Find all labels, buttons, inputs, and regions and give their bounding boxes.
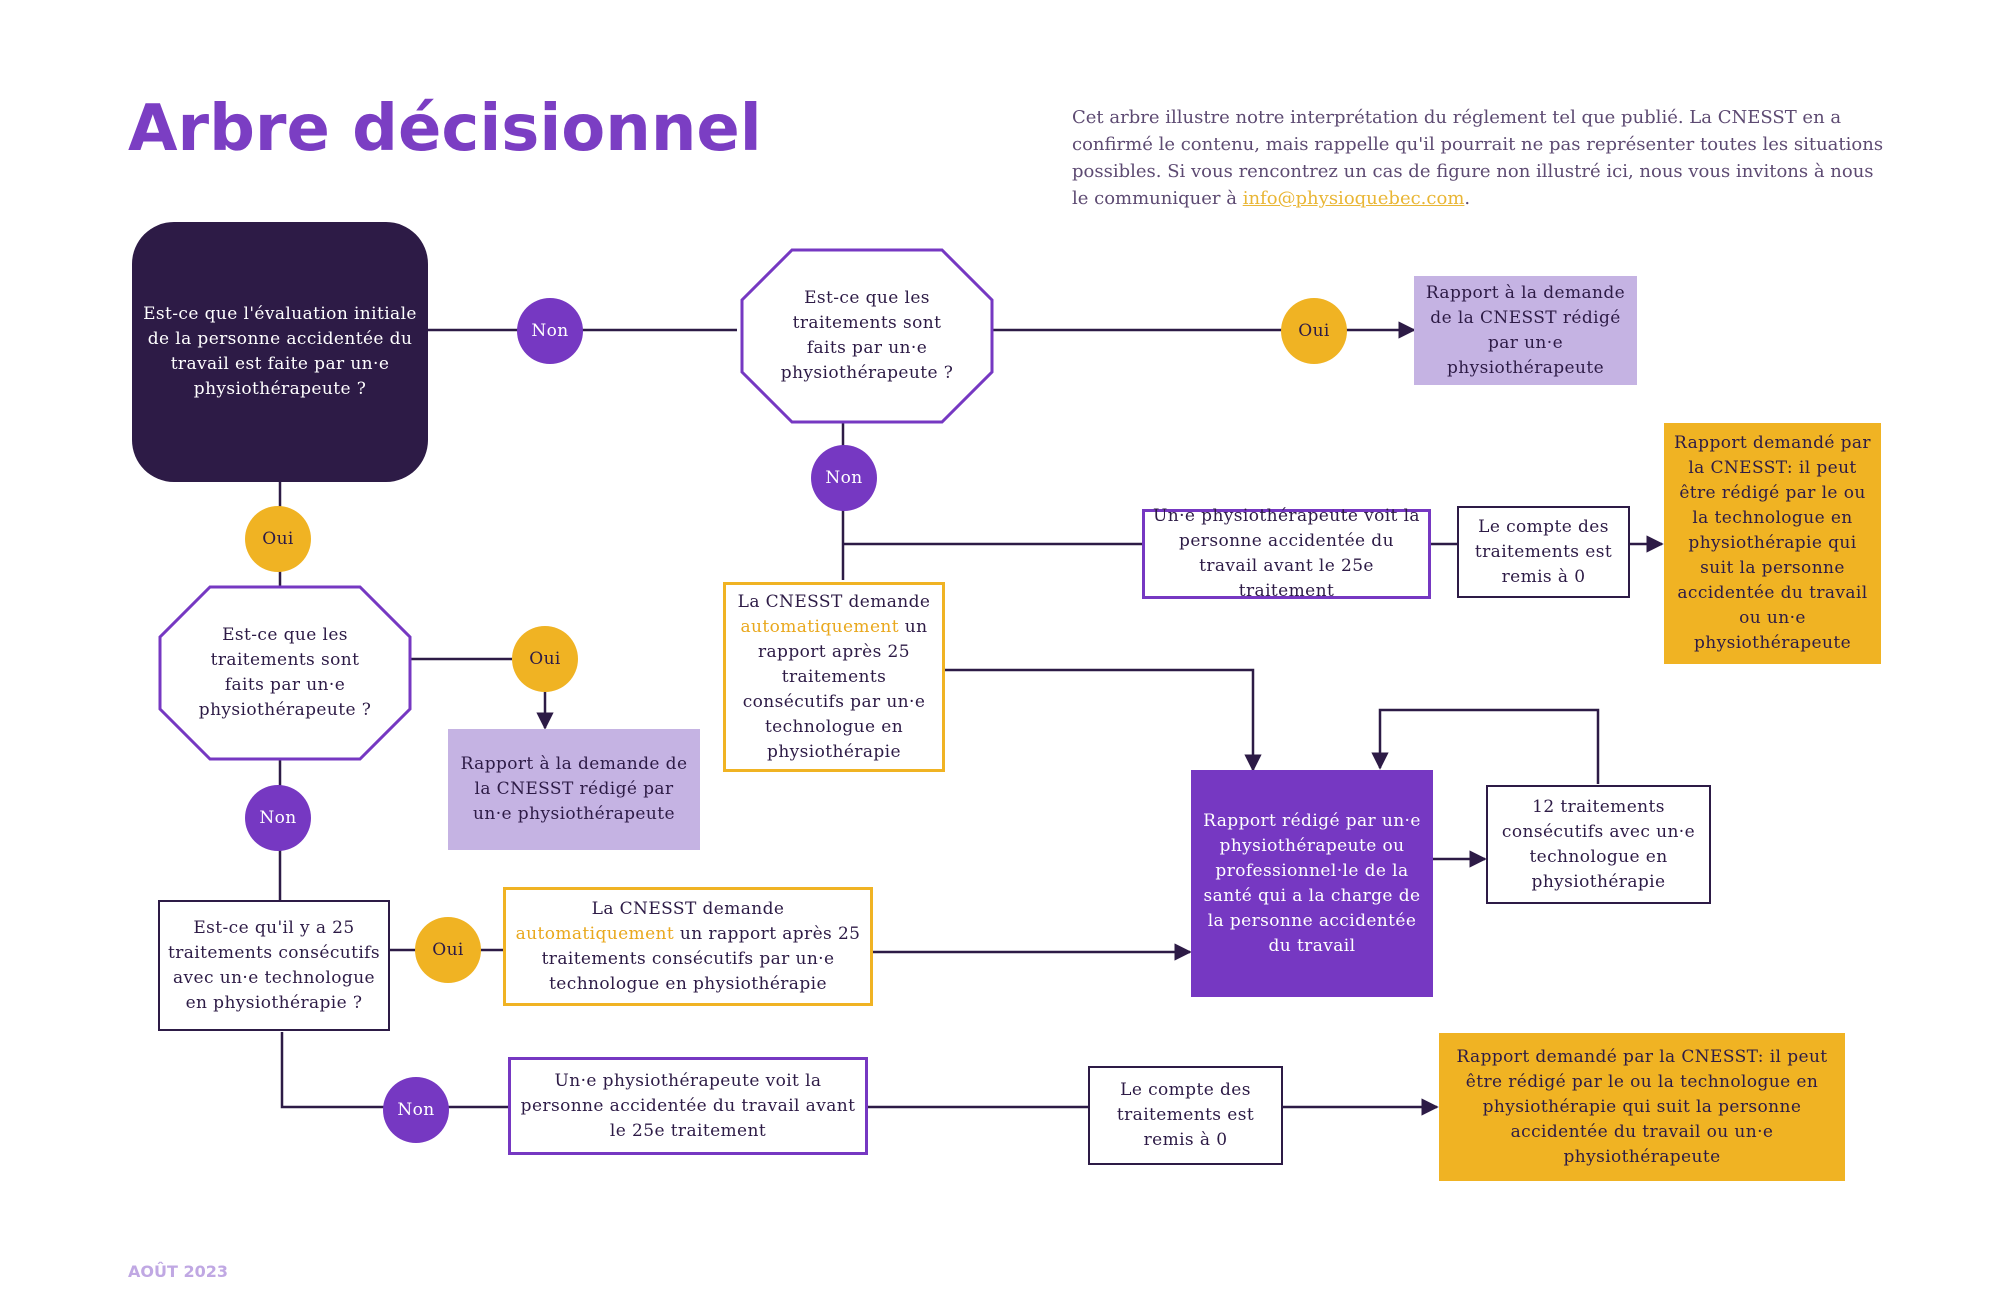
oui-label: Oui [529, 649, 561, 669]
count-reset-1: Le compte des traitements est remis à 0 [1457, 506, 1630, 598]
oui-circle-q4: Oui [415, 917, 481, 983]
oui-circle-q3: Oui [512, 626, 578, 692]
footer-date: AOÛT 2023 [128, 1262, 228, 1281]
non-label: Non [259, 808, 297, 828]
oui-label: Oui [262, 529, 294, 549]
octagon-shape [158, 585, 412, 761]
cnesst-auto-report-2-text: La CNESST demande automatiquement un rap… [512, 897, 864, 997]
cnesst-auto-report-1-text: La CNESST demande automatiquement un rap… [732, 590, 936, 765]
cnesst-auto-report-1: La CNESST demande automatiquement un rap… [723, 582, 945, 772]
oui-label: Oui [1298, 321, 1330, 341]
count-reset-2: Le compte des traitements est remis à 0 [1088, 1066, 1283, 1165]
oui-circle-q2: Oui [1281, 298, 1347, 364]
question-25-treatments-text: Est-ce qu'il y a 25 traitements consécut… [168, 917, 380, 1013]
question-initial-evaluation: Est-ce que l'évaluation initiale de la p… [132, 222, 428, 482]
non-circle-q4: Non [383, 1077, 449, 1143]
rapport-redige-professionnel-text: Rapport rédigé par un·e physiothérapeute… [1203, 810, 1421, 956]
question-initial-evaluation-text: Est-ce que l'évaluation initiale de la p… [143, 304, 417, 399]
email-link[interactable]: info@physioquebec.com [1242, 188, 1465, 209]
text-part: un rapport après 25 traitements consécut… [541, 923, 861, 994]
text-part: La CNESST demande [591, 898, 785, 919]
non-circle-q2: Non [811, 445, 877, 511]
physio-sees-patient-2-text: Un·e physiothérapeute voit la personne a… [520, 1070, 856, 1141]
intro-paragraph: Cet arbre illustre notre interprétation … [1072, 107, 1884, 209]
oui-label: Oui [432, 940, 464, 960]
non-circle-q3: Non [245, 785, 311, 851]
non-label: Non [825, 468, 863, 488]
rapport-demande-cnesst-2-text: Rapport demandé par la CNESST: il peut ê… [1456, 1046, 1828, 1167]
count-reset-2-text: Le compte des traitements est remis à 0 [1116, 1080, 1255, 1150]
rapport-cnesst-physio-top-text: Rapport à la demande de la CNESST rédigé… [1425, 282, 1626, 378]
rapport-cnesst-physio-left-text: Rapport à la demande de la CNESST rédigé… [460, 754, 688, 824]
non-label: Non [397, 1100, 435, 1120]
highlight-automatiquement: automatiquement [740, 616, 899, 637]
physio-sees-patient-2: Un·e physiothérapeute voit la personne a… [508, 1057, 868, 1155]
page-title: Arbre décisionnel [128, 92, 762, 166]
rapport-cnesst-physio-left: Rapport à la demande de la CNESST rédigé… [448, 729, 700, 850]
question-25-treatments: Est-ce qu'il y a 25 traitements consécut… [158, 900, 390, 1031]
non-label: Non [531, 321, 569, 341]
highlight-automatiquement: automatiquement [515, 923, 675, 944]
octagon-shape [740, 248, 994, 424]
question-treatments-top: Est-ce que les traitements sont faits pa… [740, 248, 994, 424]
rapport-cnesst-physio-top: Rapport à la demande de la CNESST rédigé… [1414, 276, 1637, 385]
physio-sees-patient-1-text: Un·e physiothérapeute voit la personne a… [1153, 506, 1420, 601]
question-treatments-left-text: Est-ce que les traitements sont faits pa… [198, 625, 372, 720]
text-part: un rapport après 25 traitements consécut… [742, 616, 928, 762]
twelve-treatments-text: 12 traitements consécutifs avec un·e tec… [1501, 796, 1696, 892]
rapport-demande-cnesst-1: Rapport demandé par la CNESST: il peut ê… [1664, 423, 1881, 664]
twelve-treatments: 12 traitements consécutifs avec un·e tec… [1486, 785, 1711, 904]
physio-sees-patient-1: Un·e physiothérapeute voit la personne a… [1142, 506, 1431, 601]
count-reset-1-text: Le compte des traitements est remis à 0 [1474, 516, 1613, 587]
rapport-demande-cnesst-1-text: Rapport demandé par la CNESST: il peut ê… [1674, 433, 1871, 653]
question-treatments-left: Est-ce que les traitements sont faits pa… [158, 585, 412, 761]
text-part: La CNESST demande [737, 591, 931, 612]
intro-text: Cet arbre illustre notre interprétation … [1072, 104, 1892, 212]
oui-circle-q1: Oui [245, 506, 311, 572]
non-circle-q1: Non [517, 298, 583, 364]
intro-end: . [1464, 188, 1471, 209]
rapport-redige-professionnel: Rapport rédigé par un·e physiothérapeute… [1191, 770, 1433, 997]
rapport-demande-cnesst-2: Rapport demandé par la CNESST: il peut ê… [1439, 1033, 1845, 1181]
question-treatments-top-text: Est-ce que les traitements sont faits pa… [780, 288, 954, 383]
cnesst-auto-report-2: La CNESST demande automatiquement un rap… [503, 887, 873, 1006]
